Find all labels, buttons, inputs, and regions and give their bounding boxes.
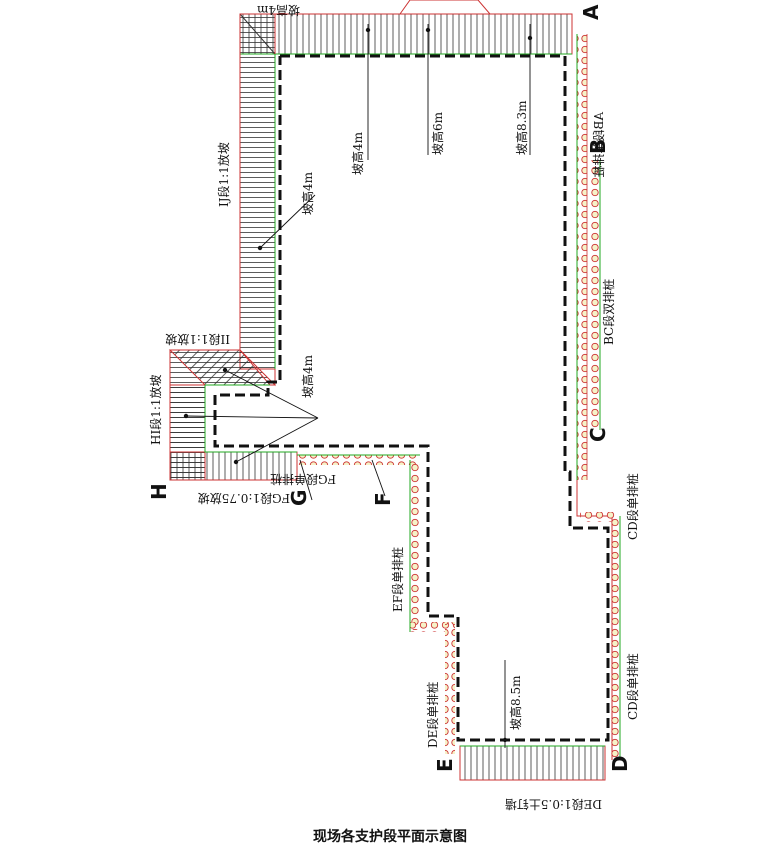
label-height-left: 坡高4m (300, 171, 315, 215)
point-c: C (586, 427, 610, 442)
label-gh: FG段1:0.75放坡 (198, 491, 290, 506)
label-bc: BC段双排桩 (601, 279, 616, 345)
label-e-pile: DE段单排桩 (425, 682, 440, 748)
diagram-caption: 现场各支护段平面示意图 (313, 829, 467, 845)
label-cd-top: CD段单排桩 (625, 473, 640, 540)
label-height-2: 坡高6m (430, 111, 445, 155)
excavation-outline (213, 54, 610, 742)
label-ij: IJ段1:1放坡 (216, 142, 231, 207)
leader-lines (185, 24, 531, 748)
label-ii: II段1:1放坡 (165, 332, 230, 347)
leader-dots (183, 27, 533, 743)
point-d: D (608, 755, 632, 772)
ab-pile-row (576, 34, 588, 480)
label-height-h: 坡高4m (300, 354, 315, 398)
fg-pile-row (297, 454, 420, 465)
label-hi: HI段1:1放坡 (148, 374, 163, 445)
point-g: G (287, 490, 311, 506)
hi-slope-band (168, 349, 298, 481)
point-e: E (433, 758, 457, 772)
label-height-1: 坡高4m (350, 131, 365, 175)
de-slope-band (459, 745, 606, 781)
point-b: B (586, 139, 610, 154)
label-height-4: 坡高8.5m (508, 675, 523, 730)
label-cd-bottom: CD段单排桩 (625, 653, 640, 720)
point-f: F (371, 492, 395, 506)
cd-upper-pile (576, 480, 621, 760)
label-height-3: 坡高8.3m (514, 100, 529, 155)
label-ef: EF段单排桩 (390, 547, 405, 612)
ef-pile-row (409, 460, 455, 754)
point-a: A (579, 4, 603, 20)
ij-slope-band (239, 13, 276, 370)
point-h: H (147, 483, 171, 500)
label-ab: AB段单排桩 (591, 111, 606, 178)
label-top-left: 坡高4m (256, 3, 300, 18)
label-fg: FG段单排桩 (270, 472, 336, 487)
label-de: DE段1:0.5土钉墙 (505, 797, 602, 812)
bc-pile-row (590, 160, 601, 430)
top-slope-band (239, 0, 573, 55)
